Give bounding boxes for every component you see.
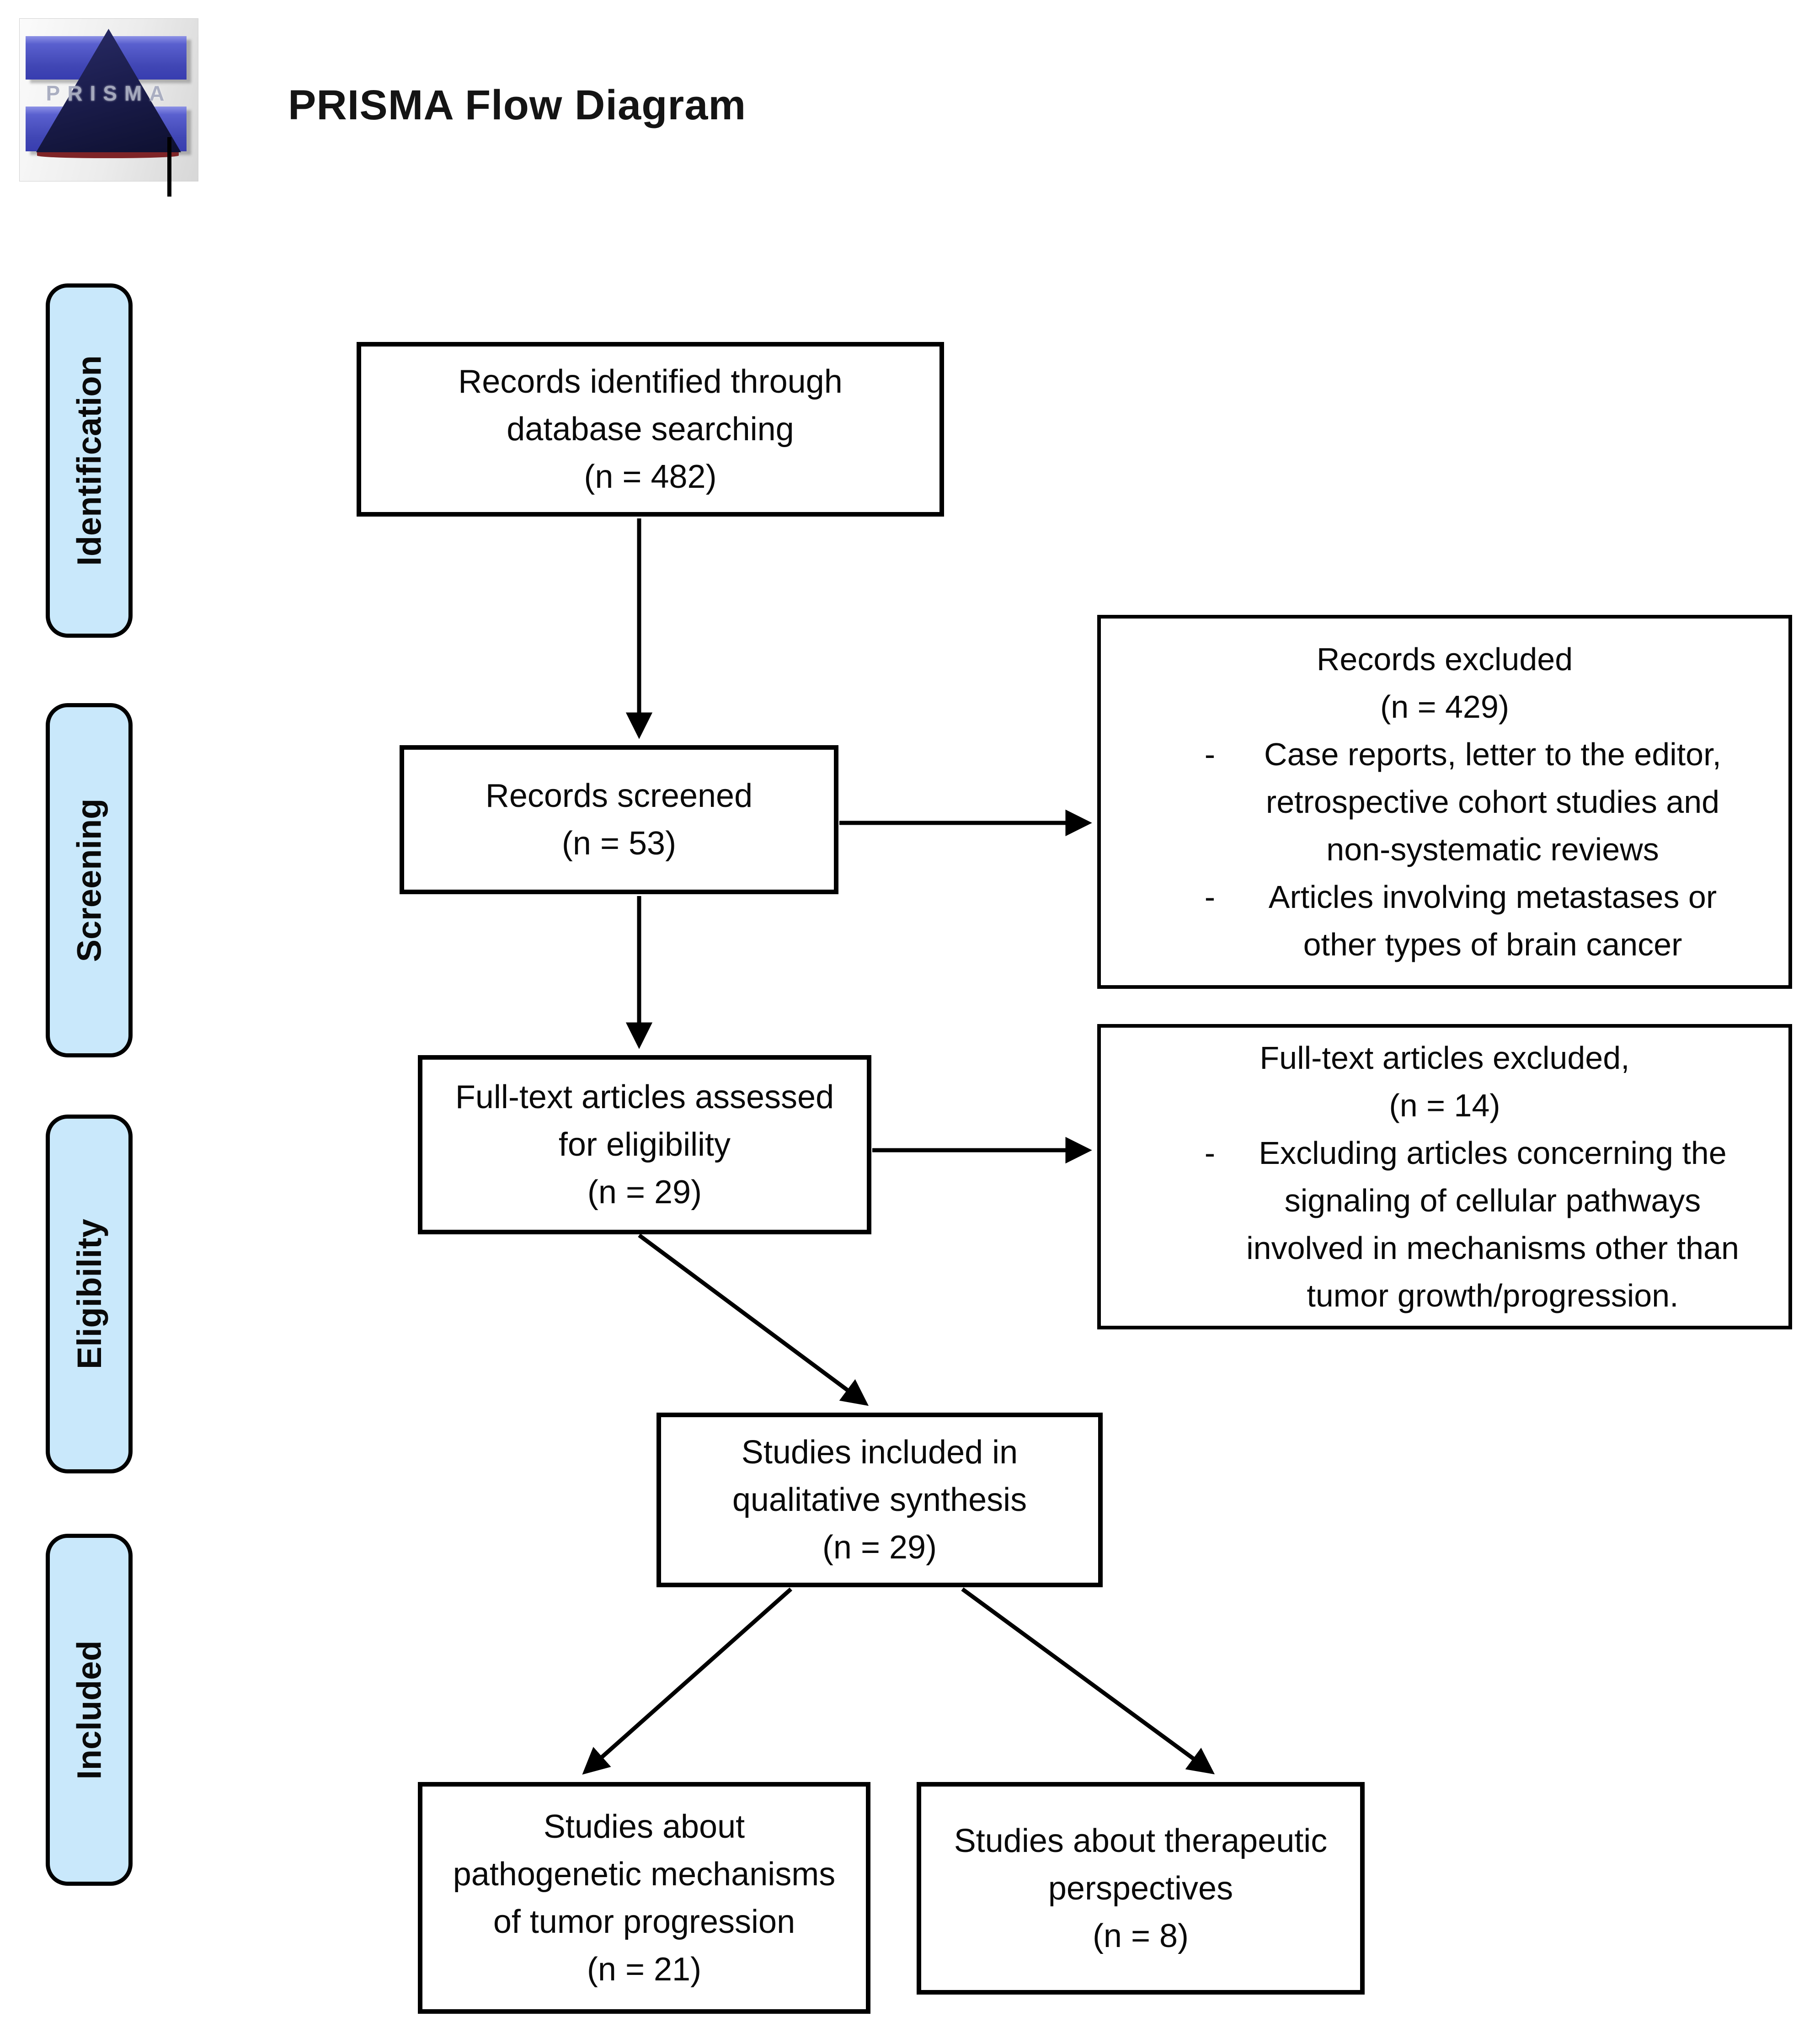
records-excluded-heading: Records excluded (n = 429): [1316, 641, 1573, 725]
records-screened-box: Records screened (n = 53): [400, 745, 838, 894]
records-excluded-bullet-2-text: Articles involving metastases or other t…: [1268, 879, 1717, 962]
therapeutic-studies-text: Studies about therapeutic perspectives (…: [954, 1822, 1328, 1954]
stage-screening-label: Screening: [70, 798, 108, 962]
stage-eligibility: Eligibility: [46, 1115, 133, 1473]
prisma-logo: PRISMA: [19, 18, 198, 181]
qualitative-synthesis-text: Studies included in qualitative synthesi…: [732, 1434, 1027, 1566]
bullet-dash: -: [1204, 879, 1215, 915]
fulltext-excluded-bullet-1: - Excluding articles concerning the sign…: [1101, 1129, 1788, 1319]
stage-screening: Screening: [46, 703, 133, 1057]
stage-included: Included: [46, 1534, 133, 1886]
prisma-logo-red-base: [37, 152, 179, 158]
bullet-dash: -: [1204, 736, 1215, 772]
arrow-qualitative-to-therapeutic: [961, 1587, 1215, 1775]
pathogenetic-studies-text: Studies about pathogenetic mechanisms of…: [453, 1808, 836, 1988]
prisma-logo-wordmark: PRISMA: [46, 81, 172, 105]
arrow-qualitative-to-pathogenetic: [582, 1587, 792, 1775]
cursor-tick: [167, 137, 171, 197]
stage-identification-label: Identification: [70, 355, 108, 566]
fulltext-assessed-box: Full-text articles assessed for eligibil…: [418, 1055, 871, 1234]
records-excluded-bullet-2: - Articles involving metastases or other…: [1101, 873, 1788, 968]
records-excluded-bullet-1-text: Case reports, letter to the editor, retr…: [1264, 736, 1721, 867]
records-excluded-box: Records excluded (n = 429) - Case report…: [1097, 615, 1792, 989]
stage-included-label: Included: [70, 1640, 108, 1780]
records-excluded-bullet-1: - Case reports, letter to the editor, re…: [1101, 731, 1788, 873]
fulltext-excluded-box: Full-text articles excluded, (n = 14) - …: [1097, 1024, 1792, 1329]
records-identified-text: Records identified through database sear…: [458, 363, 843, 495]
fulltext-excluded-heading: Full-text articles excluded, (n = 14): [1260, 1040, 1630, 1123]
qualitative-synthesis-box: Studies included in qualitative synthesi…: [656, 1413, 1103, 1587]
records-identified-box: Records identified through database sear…: [357, 342, 944, 517]
page-title: PRISMA Flow Diagram: [288, 82, 747, 128]
therapeutic-studies-box: Studies about therapeutic perspectives (…: [917, 1782, 1365, 1995]
stage-identification: Identification: [46, 283, 133, 638]
pathogenetic-studies-box: Studies about pathogenetic mechanisms of…: [418, 1782, 870, 2014]
bullet-dash: -: [1204, 1135, 1215, 1171]
records-screened-text: Records screened (n = 53): [485, 778, 753, 862]
fulltext-assessed-text: Full-text articles assessed for eligibil…: [455, 1079, 834, 1211]
fulltext-excluded-bullet-1-text: Excluding articles concerning the signal…: [1246, 1135, 1739, 1313]
stage-eligibility-label: Eligibility: [70, 1219, 108, 1369]
arrow-assessed-to-qualitative: [638, 1233, 869, 1406]
